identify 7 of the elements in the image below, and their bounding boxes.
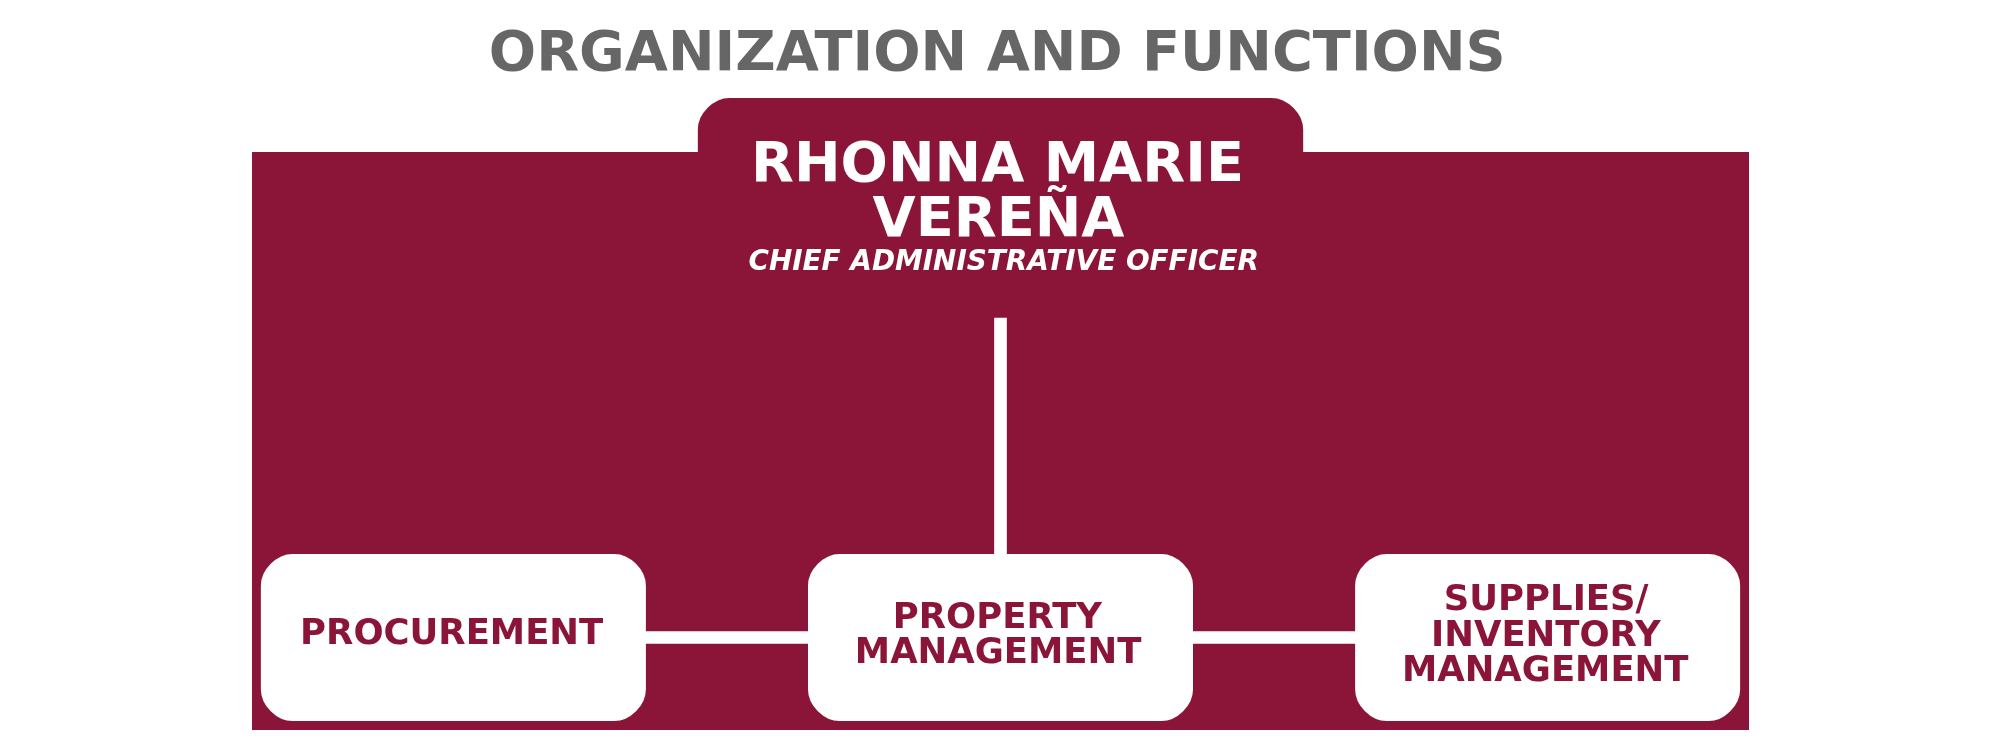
connector xyxy=(1191,631,1356,644)
connector xyxy=(644,631,809,644)
diagram-title: ORGANIZATION AND FUNCTIONS xyxy=(488,18,1506,84)
node-box: PROCUREMENT xyxy=(260,553,646,722)
node-box: SUPPLIES/ INVENTORY MANAGEMENT xyxy=(1354,553,1740,722)
connector xyxy=(993,317,1007,555)
node-box: PROPERTY MANAGEMENT xyxy=(807,553,1193,722)
